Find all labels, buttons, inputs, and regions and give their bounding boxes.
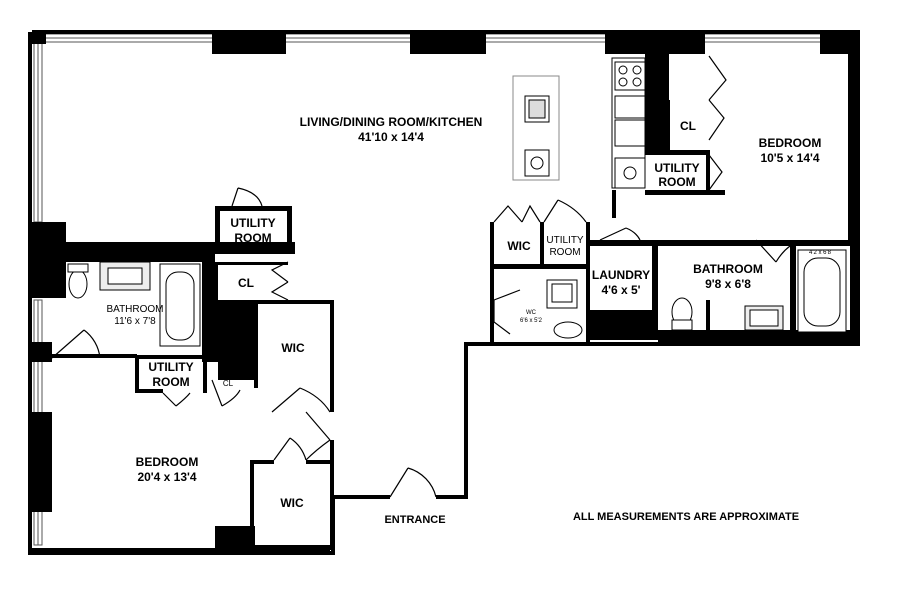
labels: LIVING/DINING ROOM/KITCHEN 41'10 x 14'4 … bbox=[106, 115, 831, 526]
living-dims: 41'10 x 14'4 bbox=[358, 130, 424, 144]
laundry-name: LAUNDRY bbox=[592, 268, 650, 282]
counter-sink bbox=[614, 95, 646, 119]
bathroom-left-name: BATHROOM bbox=[106, 304, 163, 315]
utility-top-left-door bbox=[231, 187, 263, 207]
bedroom-right-door bbox=[708, 55, 727, 101]
utility-right-door bbox=[708, 154, 723, 191]
tub-dims: 4'2 x 6'8 bbox=[809, 250, 832, 256]
entrance-label: ENTRANCE bbox=[384, 514, 445, 526]
kitchen-fixtures bbox=[512, 57, 646, 189]
bath-fixtures bbox=[67, 249, 847, 347]
laundry-door bbox=[599, 227, 641, 241]
island-cooktop bbox=[524, 149, 550, 177]
bathroom-right-dims: 9'8 x 6'8 bbox=[705, 277, 751, 291]
bedroom-right-name: BEDROOM bbox=[759, 136, 822, 150]
living-name: LIVING/DINING ROOM/KITCHEN bbox=[300, 115, 483, 129]
fridge bbox=[614, 157, 646, 189]
right-bath-door bbox=[755, 239, 791, 263]
wic-center: WIC bbox=[507, 239, 531, 253]
cl-small-door bbox=[211, 379, 241, 407]
center-wic-door bbox=[493, 204, 541, 223]
utility-right-line2: ROOM bbox=[658, 175, 695, 189]
utility-top-left-line1: UTILITY bbox=[230, 216, 275, 230]
center-utility-door bbox=[543, 199, 587, 223]
utility-mid-left-line1: UTILITY bbox=[148, 360, 193, 374]
utility-center-line2: ROOM bbox=[549, 247, 580, 258]
outline bbox=[28, 30, 860, 555]
cl-right: CL bbox=[680, 119, 696, 133]
doors bbox=[51, 55, 791, 498]
counter-sink2 bbox=[614, 119, 646, 147]
disclaimer: ALL MEASUREMENTS ARE APPROXIMATE bbox=[573, 511, 799, 523]
cl-right-door bbox=[708, 99, 725, 141]
wic-bottom-door bbox=[273, 437, 307, 461]
bedroom-left-name: BEDROOM bbox=[136, 455, 199, 469]
entrance-door bbox=[389, 467, 437, 498]
utility-mid-left-line2: ROOM bbox=[152, 375, 189, 389]
utility-right-line1: UTILITY bbox=[654, 161, 699, 175]
utility-mid-door bbox=[162, 392, 191, 407]
bathroom-left-dims: 11'6 x 7'8 bbox=[114, 316, 156, 327]
wc-dims: 6'6 x 5'2 bbox=[520, 318, 543, 324]
bedroom-right-dims: 10'5 x 14'4 bbox=[760, 151, 819, 165]
laundry-dims: 4'6 x 5' bbox=[601, 283, 640, 297]
cl-small: CL bbox=[223, 379, 234, 388]
wic-mid-door bbox=[305, 411, 331, 461]
range bbox=[614, 61, 646, 91]
wic-top-door bbox=[271, 387, 331, 413]
wic-left-top: WIC bbox=[281, 341, 305, 355]
utility-center-line1: UTILITY bbox=[546, 235, 584, 246]
wic-left-bottom: WIC bbox=[280, 496, 304, 510]
interior-walls bbox=[52, 54, 850, 550]
bathroom-right-name: BATHROOM bbox=[693, 262, 763, 276]
bath-left-door bbox=[51, 329, 101, 359]
wc-name: WC bbox=[526, 310, 537, 316]
left-toilet bbox=[68, 269, 88, 299]
wc-toilet bbox=[553, 321, 583, 339]
cl-left-door bbox=[270, 261, 289, 301]
cl-left: CL bbox=[238, 276, 254, 290]
bedroom-left-dims: 20'4 x 13'4 bbox=[137, 470, 196, 484]
utility-top-left-line2: ROOM bbox=[234, 231, 271, 245]
wc-door bbox=[493, 289, 521, 335]
